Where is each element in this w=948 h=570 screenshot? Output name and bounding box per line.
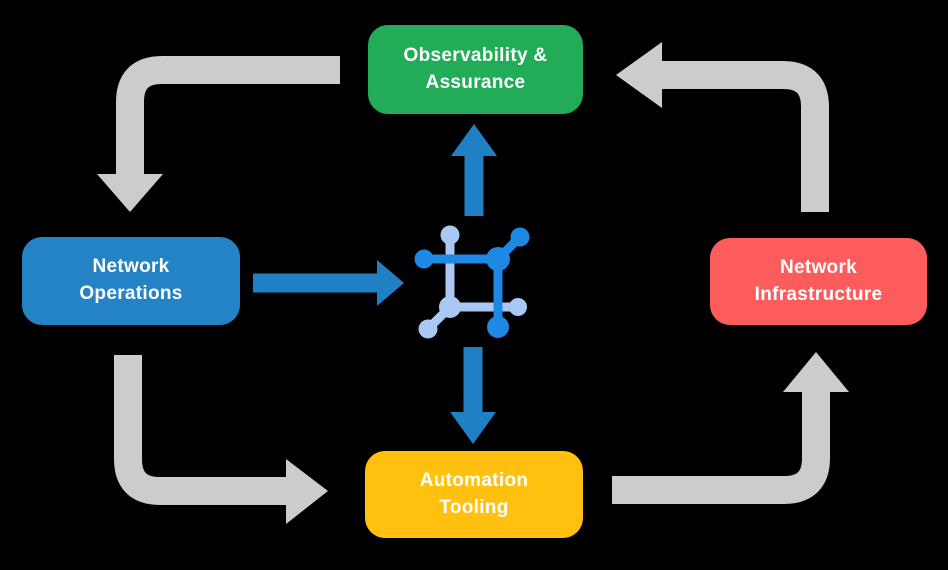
network-mesh-icon <box>414 225 530 339</box>
arrow-observability-to-operations <box>97 56 340 212</box>
arrow-operations-to-center <box>253 260 404 306</box>
arrow-tooling-to-infrastructure <box>612 352 849 504</box>
arrow-infrastructure-to-observability <box>616 42 829 212</box>
arrow-center-to-observability <box>451 124 497 216</box>
arrow-operations-to-tooling <box>114 355 328 524</box>
node-network-infrastructure: Network Infrastructure <box>710 238 927 325</box>
node-observability-assurance: Observability & Assurance <box>368 25 583 114</box>
node-observability-assurance-label: Observability & Assurance <box>403 44 548 93</box>
node-network-infrastructure-label: Network Infrastructure <box>754 256 883 305</box>
node-network-operations: Network Operations <box>22 237 240 325</box>
node-automation-tooling-label: Automation Tooling <box>419 469 529 518</box>
node-automation-tooling: Automation Tooling <box>365 451 583 538</box>
node-network-operations-label: Network Operations <box>79 256 183 304</box>
arrow-center-to-tooling <box>450 347 496 444</box>
